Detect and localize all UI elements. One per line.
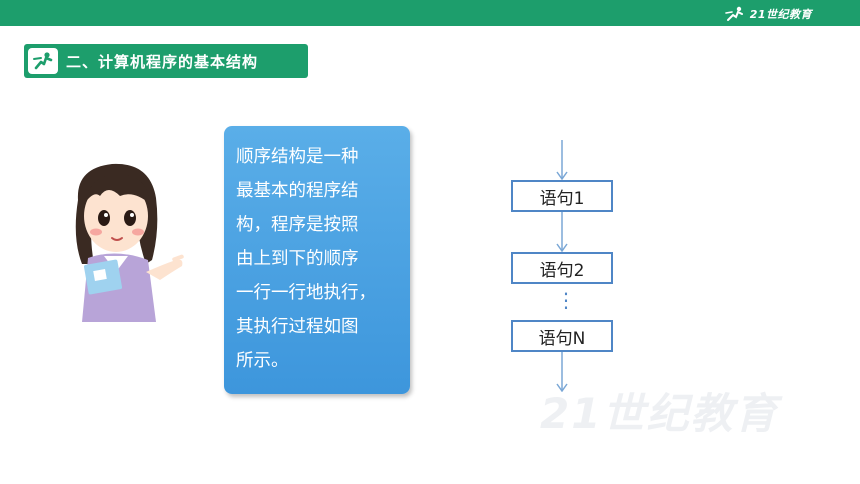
girl-illustration [75, 163, 184, 322]
explanation-text: 顺序结构是一种 最基本的程序结 构，程序是按照 由上到下的顺序 一行一行地执行，… [236, 147, 376, 371]
arrow-down-icon [556, 140, 568, 180]
arrow-down-icon [556, 212, 568, 252]
flow-step-2: 语句2 [511, 252, 613, 284]
section-header: 二、计算机程序的基本结构 [24, 44, 308, 78]
flow-ellipsis: ⋮ [556, 288, 576, 312]
runner-icon [28, 48, 58, 74]
sequence-flowchart: 语句1 语句2 ⋮ 语句N [500, 140, 630, 400]
logo-text: 21世纪教育 [749, 8, 812, 21]
brand-logo: 21世纪教育 [724, 4, 812, 24]
explanation-bubble: 顺序结构是一种 最基本的程序结 构，程序是按照 由上到下的顺序 一行一行地执行，… [224, 126, 410, 394]
section-title: 二、计算机程序的基本结构 [66, 52, 259, 71]
top-bar: 21世纪教育 [0, 0, 860, 26]
arrow-down-icon [556, 352, 568, 392]
runner-logo-icon [724, 6, 743, 21]
flow-step-n: 语句N [511, 320, 613, 352]
watermark: 21世纪教育 [540, 389, 779, 438]
flow-step-1: 语句1 [511, 180, 613, 212]
